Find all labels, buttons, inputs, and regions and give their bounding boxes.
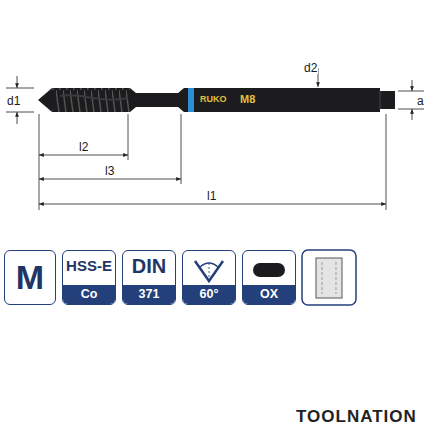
dimension-label: d2 [303, 62, 318, 74]
property-icon: DIN 371 [122, 250, 176, 305]
dimension-label: l3 [104, 165, 115, 177]
brand-marking: RUKO [200, 95, 227, 104]
angle-symbol [189, 255, 229, 285]
icon-band-text: 60° [183, 285, 235, 304]
coating-symbol [249, 255, 289, 285]
icon-band-text: 371 [123, 285, 175, 304]
dimension-label: d1 [6, 95, 21, 107]
watermark: TOOLNATION [296, 408, 417, 425]
property-icon: 60° [182, 250, 236, 305]
dimension-label: l2 [78, 141, 89, 153]
tap [38, 88, 395, 112]
icon-text: DIN [132, 251, 166, 281]
icon-text: M [16, 251, 44, 304]
dimension-lines [6, 68, 424, 210]
property-icon: M [4, 250, 56, 305]
dimension-label: l1 [206, 190, 217, 202]
shank-icon [302, 250, 356, 305]
dimension-label: a [416, 95, 425, 107]
size-marking: M8 [240, 94, 255, 105]
property-icon: HSS-E Co [62, 250, 116, 305]
property-icon: OX [242, 250, 296, 305]
icon-text: HSS-E [66, 251, 112, 281]
icon-band-text: OX [243, 285, 295, 304]
icon-band-text: Co [63, 285, 115, 304]
